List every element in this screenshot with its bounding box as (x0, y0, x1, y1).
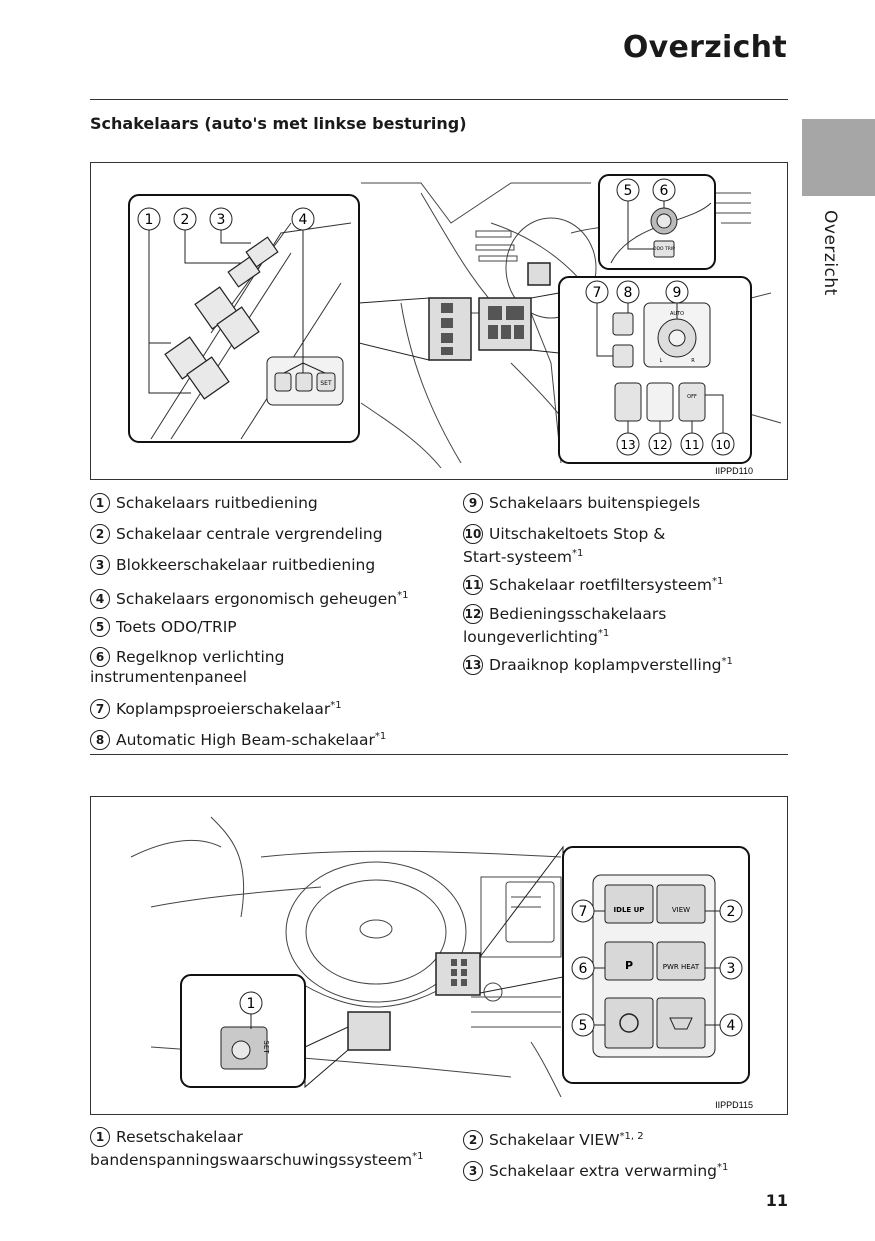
fig1-callout-13: 13 (620, 438, 635, 452)
fig1-callout-10: 10 (715, 438, 730, 452)
figure-code: IIPPD110 (715, 466, 753, 476)
fig1-callout-5: 5 (624, 183, 633, 199)
figure-console-switches: SET 1 IDLE UP VIEW PWR HEAT P (90, 796, 788, 1115)
fig1-callout-9: 9 (673, 285, 682, 301)
stop-start-off-label: OFF (687, 394, 697, 400)
figure-driver-switches: SET 1 2 3 4 ODO TRIP (90, 162, 788, 480)
view-label: VIEW (672, 906, 690, 914)
fig1-callout-4: 4 (299, 212, 308, 228)
figure-console-switches-drawing: SET 1 IDLE UP VIEW PWR HEAT P (130, 816, 753, 1110)
fig2-callout-3: 3 (727, 961, 736, 977)
header-rule (90, 99, 788, 100)
fig1-callout-8: 8 (624, 285, 633, 301)
fig2-callout-4: 4 (727, 1018, 736, 1034)
mirror-l-label: L (660, 358, 663, 364)
mirror-r-label: R (691, 358, 695, 364)
svg-text:P: P (625, 959, 633, 972)
fig1-callout-6: 6 (660, 183, 669, 199)
fig2-callout-6: 6 (579, 961, 588, 977)
set-switch-label: SET (320, 380, 332, 387)
side-tab-marker (802, 119, 875, 196)
fig1-callout-2: 2 (181, 212, 190, 228)
idle-up-label: IDLE UP (614, 906, 645, 914)
page-title: Overzicht (622, 30, 787, 65)
odo-switch-label: ODO TRIP (653, 246, 675, 252)
fig2-callout-2: 2 (727, 904, 736, 920)
fig1-callout-1: 1 (145, 212, 154, 228)
section-heading: Schakelaars (auto's met linkse besturing… (90, 114, 467, 133)
section-rule (90, 754, 788, 755)
fig1-callout-7: 7 (593, 285, 602, 301)
page-number: 11 (765, 1191, 788, 1210)
fig1-callout-11: 11 (684, 438, 699, 452)
tpms-set-label: SET (262, 1040, 270, 1054)
fig2-callout-7: 7 (579, 904, 588, 920)
fig1-callout-3: 3 (217, 212, 226, 228)
fig2-callout-5: 5 (579, 1018, 588, 1034)
side-tab-label: Overzicht (820, 210, 840, 296)
figure-driver-switches-drawing: SET 1 2 3 4 ODO TRIP (128, 174, 782, 476)
fig2-callout-1: 1 (247, 996, 256, 1012)
figure-code: IIPPD115 (715, 1100, 753, 1110)
fig1-callout-12: 12 (652, 438, 667, 452)
pwr-heat-label: PWR HEAT (663, 963, 700, 971)
